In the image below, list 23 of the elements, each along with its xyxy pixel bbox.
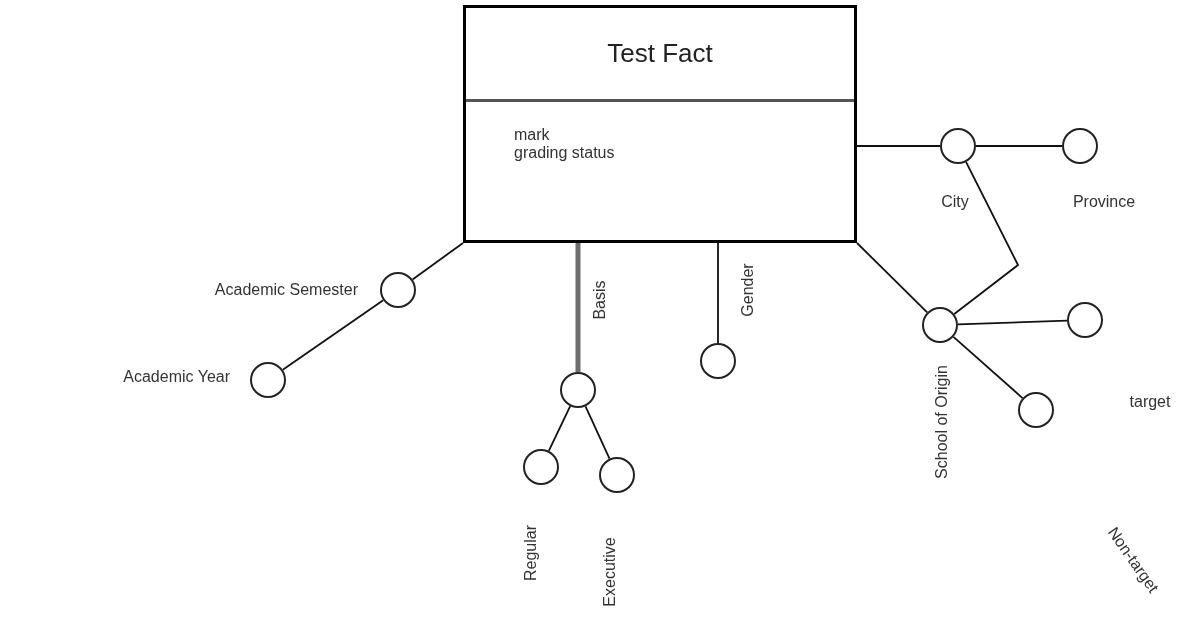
attribute-label: School of Origin <box>934 365 950 479</box>
attribute-label: Academic Semester <box>214 282 358 298</box>
attribute-text: mark <box>514 126 551 144</box>
text-label: target <box>1129 394 1171 410</box>
fact-table-box <box>463 5 857 243</box>
attribute-label: Basis <box>592 280 608 320</box>
connector-line <box>957 319 1068 326</box>
connector-line <box>411 242 464 281</box>
connector-line <box>281 299 385 371</box>
connector-line <box>975 145 1063 147</box>
attribute-label: Regular <box>523 525 539 581</box>
attribute-label: City <box>941 194 969 210</box>
attribute-label: Gender <box>740 263 756 317</box>
connector-line <box>575 243 581 372</box>
connector-line <box>856 145 941 147</box>
attribute-label: Province <box>1072 194 1136 210</box>
connector-line <box>717 242 719 344</box>
attribute-label: Executive <box>602 537 618 607</box>
connector-line <box>856 242 929 314</box>
connector-line <box>952 336 1024 399</box>
attribute-label: Academic Year <box>123 369 230 385</box>
table-title: Test Fact <box>607 37 713 70</box>
attribute-text: grading status <box>514 144 616 162</box>
